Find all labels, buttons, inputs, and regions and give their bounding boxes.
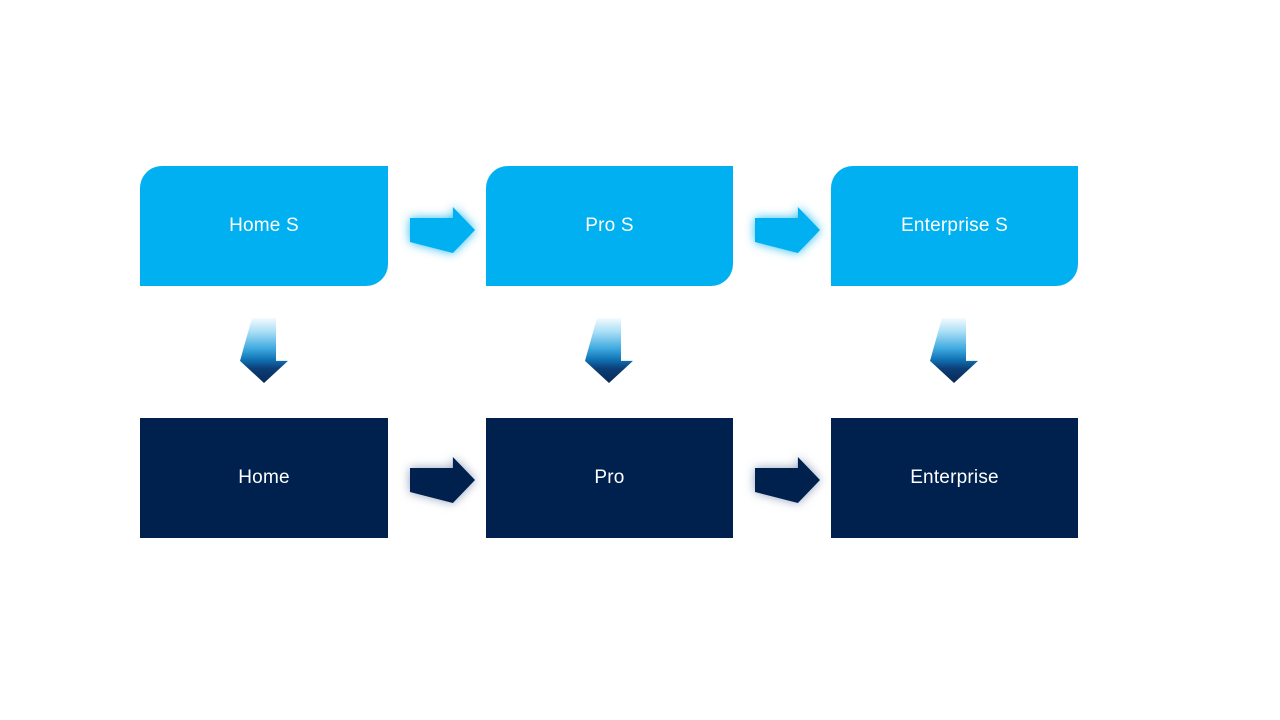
right-arrow-icon (410, 457, 475, 503)
down-arrow-icon (585, 318, 633, 383)
right-arrow-icon (755, 457, 820, 503)
node-pro-s: Pro S (486, 166, 733, 286)
node-label: Enterprise (910, 467, 999, 488)
node-enterprise-s: Enterprise S (831, 166, 1078, 286)
right-arrow-shape (755, 457, 820, 503)
node-label: Pro S (585, 215, 634, 236)
node-pro: Pro (486, 418, 733, 538)
right-arrow-shape (410, 207, 475, 253)
down-arrow-icon (930, 318, 978, 383)
right-arrow-shape (410, 457, 475, 503)
node-home: Home (140, 418, 388, 538)
node-label: Home S (229, 215, 299, 236)
right-arrow-icon (410, 207, 475, 253)
node-label: Enterprise S (901, 215, 1008, 236)
node-label: Pro (594, 467, 625, 488)
right-arrow-shape (755, 207, 820, 253)
down-arrow-icon (240, 318, 288, 383)
right-arrow-icon (755, 207, 820, 253)
node-home-s: Home S (140, 166, 388, 286)
node-label: Home (238, 467, 290, 488)
node-enterprise: Enterprise (831, 418, 1078, 538)
